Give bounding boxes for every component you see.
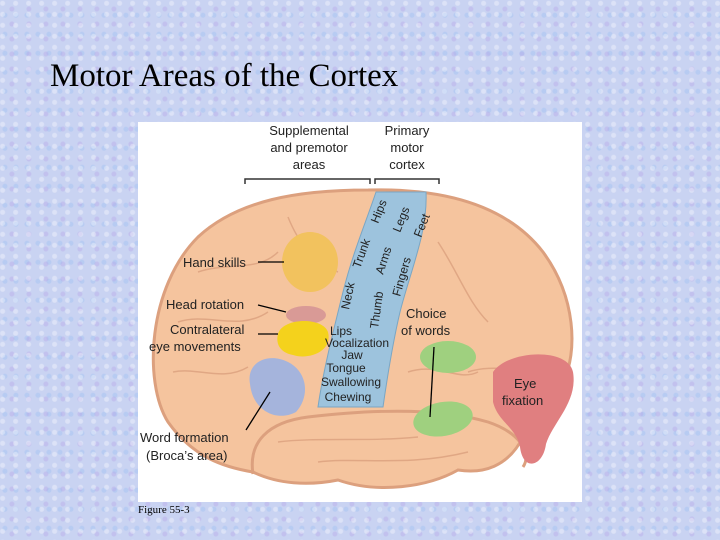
- supplemental-label-3: areas: [293, 157, 326, 172]
- contralateral-label-2: eye movements: [149, 339, 241, 354]
- strip-label-vocalization: Vocalization: [325, 336, 389, 350]
- strip-label-chewing: Chewing: [325, 390, 372, 404]
- eye-fixation-label-2: fixation: [502, 393, 543, 408]
- strip-label-tongue: Tongue: [326, 361, 366, 375]
- supplemental-label-2: and premotor: [270, 140, 348, 155]
- brain-figure: Supplemental and premotor areas Primary …: [138, 122, 582, 502]
- primary-brace: [374, 178, 440, 184]
- word-formation-label-1: Word formation: [140, 430, 229, 445]
- strip-label-swallowing: Swallowing: [321, 375, 381, 389]
- supplemental-label-1: Supplemental: [269, 123, 349, 138]
- eye-fixation-area: [493, 354, 574, 464]
- strip-label-lips: Lips: [330, 324, 352, 338]
- supplemental-brace: [244, 178, 371, 184]
- pointer-lines: [245, 261, 435, 431]
- choice-label-2: of words: [401, 323, 451, 338]
- primary-label-1: Primary: [385, 123, 430, 138]
- head-rotation-area: [286, 306, 326, 324]
- strip-label-thumb: Thumb: [367, 290, 386, 329]
- choice-area-upper: [420, 341, 476, 373]
- eye-fixation-label-1: Eye: [514, 376, 536, 391]
- slide-title: Motor Areas of the Cortex: [50, 58, 399, 94]
- contralateral-label-1: Contralateral: [170, 322, 245, 337]
- head-rotation-label: Head rotation: [166, 297, 244, 312]
- figure-caption: Figure 55-3: [138, 504, 190, 516]
- primary-label-2: motor: [390, 140, 424, 155]
- contralateral-area: [277, 320, 329, 357]
- choice-area-lower: [413, 401, 473, 437]
- word-formation-label-2: (Broca’s area): [146, 448, 227, 463]
- strip-label-jaw: Jaw: [341, 348, 363, 362]
- choice-label-1: Choice: [406, 306, 446, 321]
- primary-label-3: cortex: [389, 157, 425, 172]
- hand-skills-label: Hand skills: [183, 255, 246, 270]
- temporal-fold: [250, 409, 528, 475]
- motor-strip: [317, 191, 427, 408]
- hand-skills-area: [282, 232, 338, 292]
- strip-label-neck: Neck: [338, 280, 358, 311]
